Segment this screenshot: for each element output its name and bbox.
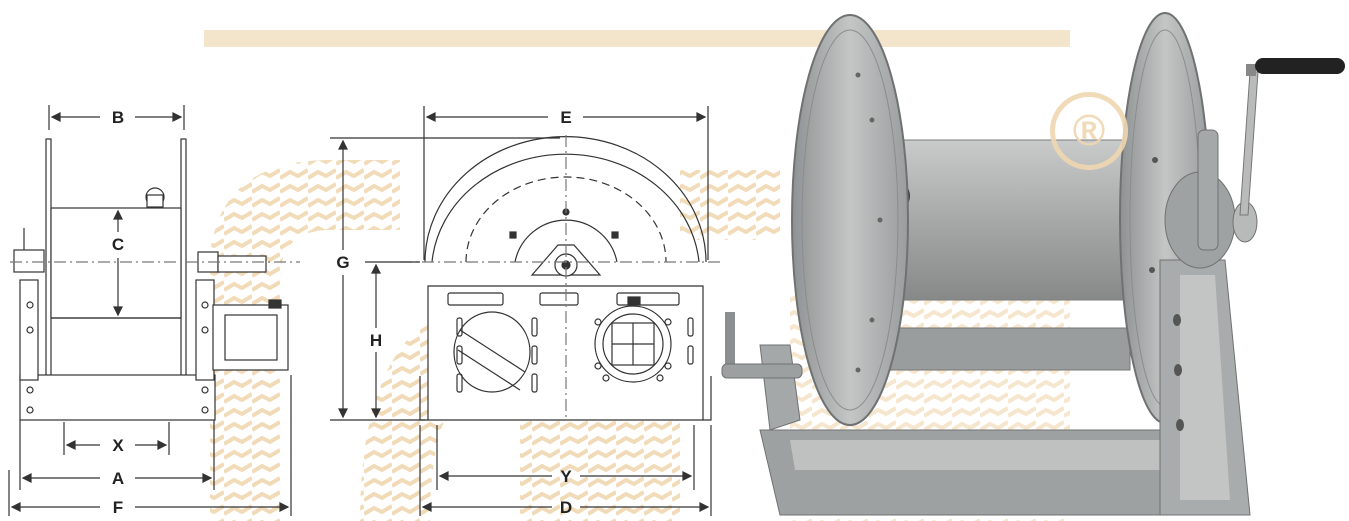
dim-label-g: G	[336, 253, 349, 272]
front-view-dimensions	[330, 106, 712, 516]
dim-label-e: E	[560, 108, 571, 127]
dim-label-b: B	[112, 108, 124, 127]
dim-label-y: Y	[560, 467, 572, 486]
hose-reel-icon	[721, 12, 1259, 516]
dim-label-a: A	[112, 469, 124, 488]
side-view	[10, 138, 300, 421]
dim-label-d: D	[560, 498, 572, 517]
side-view-dimensions	[8, 105, 292, 516]
dim-label-x: X	[112, 436, 124, 455]
dim-label-h: H	[370, 331, 382, 350]
crank-handle-icon	[1246, 58, 1345, 76]
dim-label-f: F	[113, 498, 123, 517]
dim-label-c: C	[112, 235, 124, 254]
registered-mark-icon: ®	[1050, 92, 1128, 170]
front-view	[400, 135, 720, 421]
